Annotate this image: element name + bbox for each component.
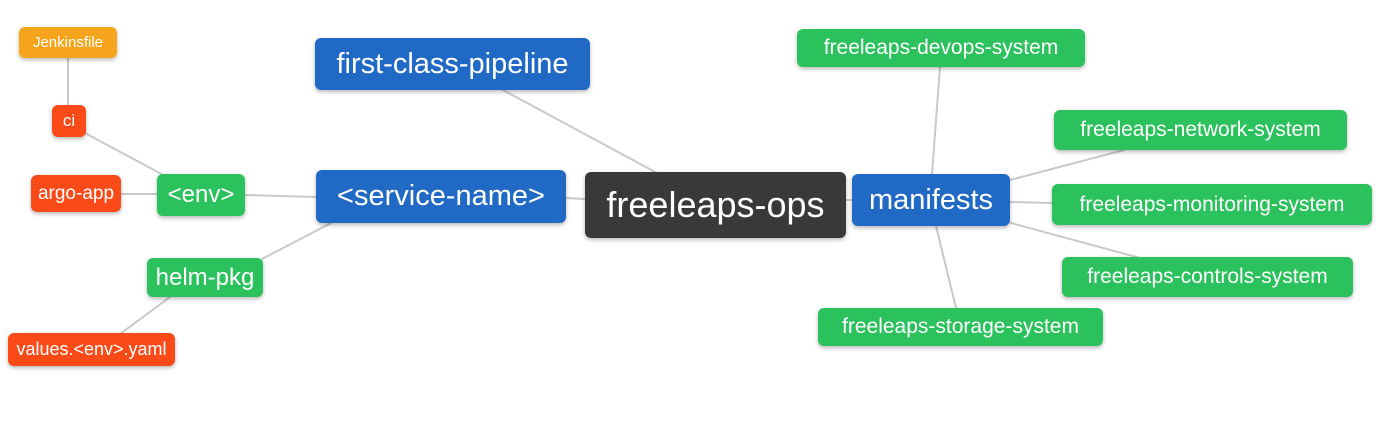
node-freeleaps-devops-system[interactable]: freeleaps-devops-system [797,29,1085,67]
node-first-class-pipeline[interactable]: first-class-pipeline [315,38,590,90]
edge-env-service-name [244,194,317,198]
edge-ci-env [84,132,168,178]
node-freeleaps-storage-system[interactable]: freeleaps-storage-system [818,308,1103,346]
edge-manifests-network [1009,149,1125,181]
node-values-env-yaml[interactable]: values.<env>.yaml [8,333,175,366]
node-ci[interactable]: ci [52,105,86,137]
edge-service-name-helm-pkg [261,221,334,260]
edge-manifests-storage [935,225,957,309]
edge-helm-pkg-values [119,296,171,335]
node-manifests[interactable]: manifests [852,174,1010,226]
node-freeleaps-controls-system[interactable]: freeleaps-controls-system [1062,257,1353,297]
node-env[interactable]: <env> [157,174,245,216]
node-helm-pkg[interactable]: helm-pkg [147,258,263,297]
edge-manifests-controls [1010,222,1141,259]
edge-service-name-ops [565,197,586,200]
node-service-name[interactable]: <service-name> [316,170,566,223]
edge-manifests-devops [931,66,941,175]
node-jenkinsfile[interactable]: Jenkinsfile [19,27,117,58]
edge-pipeline-freeleaps-ops [502,89,658,174]
node-freeleaps-monitoring-system[interactable]: freeleaps-monitoring-system [1052,184,1372,225]
node-freeleaps-network-system[interactable]: freeleaps-network-system [1054,110,1347,150]
node-argo-app[interactable]: argo-app [31,175,121,212]
edge-manifests-monitoring [1009,201,1053,204]
node-freeleaps-ops-root[interactable]: freeleaps-ops [585,172,846,238]
